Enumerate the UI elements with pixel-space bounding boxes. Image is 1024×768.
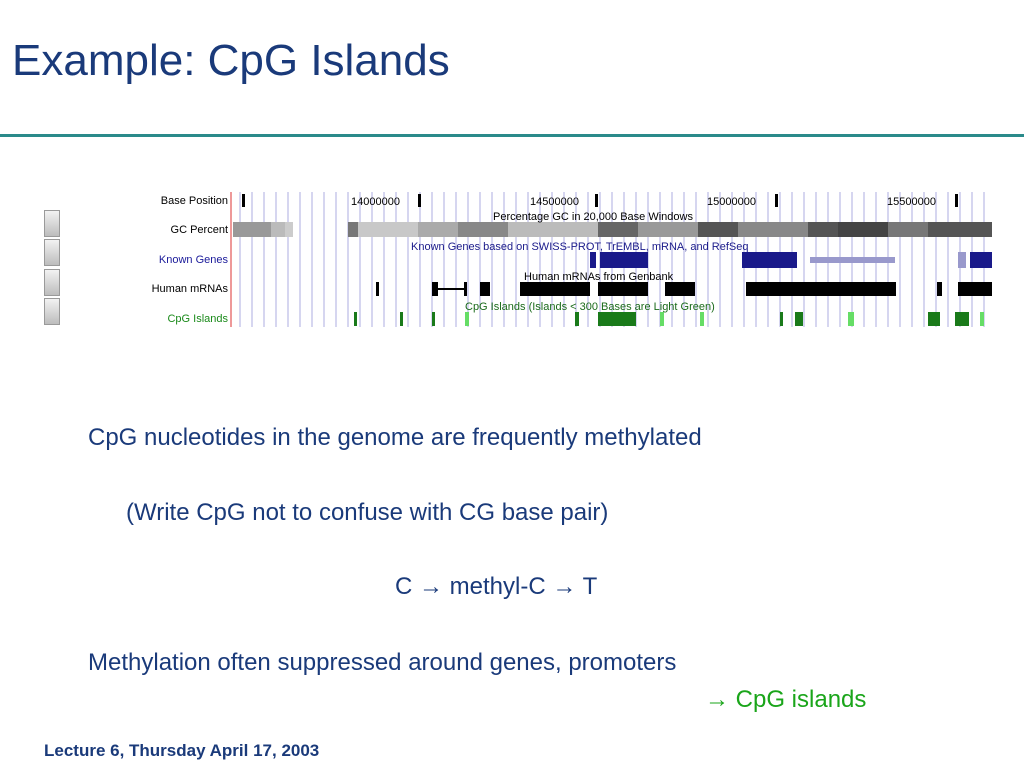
genome-browser-image: Base Position GC Percent Known Genes Hum…	[0, 180, 1024, 340]
position-tick	[595, 194, 598, 207]
track-button-mrna[interactable]	[44, 269, 60, 296]
position-tick	[775, 194, 778, 207]
known-genes-track	[590, 252, 992, 268]
mrna-track-caption: Human mRNAs from Genbank	[524, 271, 674, 283]
position-tick	[242, 194, 245, 207]
track-label-human-mrnas: Human mRNAs	[151, 283, 228, 295]
track-button-cpg[interactable]	[44, 298, 60, 325]
track-button-gc[interactable]	[44, 210, 60, 237]
slide-title: Example: CpG Islands	[12, 36, 450, 85]
position-label: 14000000	[351, 196, 400, 208]
track-label-cpg-islands[interactable]: CpG Islands	[167, 313, 228, 325]
cpg-islands-conclusion: → CpG islands	[705, 686, 867, 713]
cpg-islands-track	[354, 312, 984, 326]
track-label-gc-percent: GC Percent	[170, 224, 228, 236]
position-label: 15000000	[707, 196, 756, 208]
position-tick	[955, 194, 958, 207]
position-label: 14500000	[530, 196, 579, 208]
track-button-genes[interactable]	[44, 239, 60, 266]
position-tick	[418, 194, 421, 207]
browser-tracks: 14000000 14500000 15000000 15500000 Perc…	[230, 192, 992, 327]
genes-track-caption: Known Genes based on SWISS-PROT, TrEMBL,…	[411, 241, 748, 253]
cpg-track-caption: CpG Islands (Islands < 300 Bases are Lig…	[465, 301, 715, 313]
slide-footer: Lecture 6, Thursday April 17, 2003	[44, 741, 320, 760]
position-label: 15500000	[887, 196, 936, 208]
bullet-suppressed: Methylation often suppressed around gene…	[88, 649, 677, 676]
window-gridlines	[239, 192, 985, 327]
track-label-base-position: Base Position	[160, 195, 228, 207]
methylation-reaction: C → methyl-C → T	[395, 573, 598, 600]
bullet-methylated: CpG nucleotides in the genome are freque…	[88, 424, 702, 451]
mrna-track	[376, 282, 992, 296]
title-divider	[0, 134, 1024, 137]
track-label-known-genes[interactable]: Known Genes	[158, 254, 228, 266]
gc-track-caption: Percentage GC in 20,000 Base Windows	[493, 211, 693, 223]
note-cpg-notation: (Write CpG not to confuse with CG base p…	[126, 499, 609, 526]
gc-percent-track	[233, 222, 992, 237]
